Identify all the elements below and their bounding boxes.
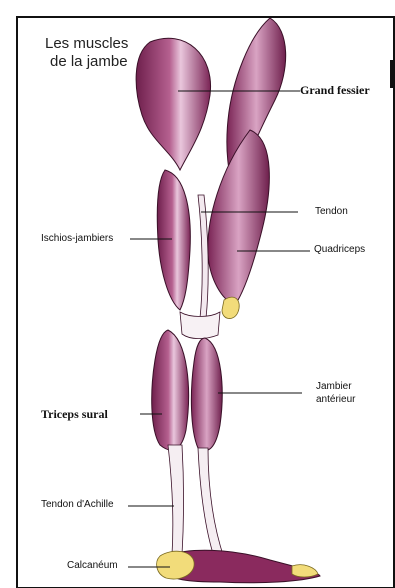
title-line-1: Les muscles [45,35,175,53]
quadriceps-muscle [208,130,270,305]
toe-bone [292,565,318,577]
ischios-jambiers-muscle [157,170,190,310]
label-tendon: Tendon [315,206,348,218]
label-jambier: Jambier [316,381,352,393]
achilles-tendon [168,445,184,555]
label-triceps-sural: Triceps sural [41,408,108,420]
jambier-anterieur-muscle [191,338,222,451]
tendon-band [198,195,208,318]
label-anterieur: antérieur [316,394,355,406]
front-tendons [198,448,224,560]
label-grand-fessier: Grand fessier [300,84,370,96]
label-ischios-jambiers: Ischios-jambiers [41,233,113,245]
calcaneum-bone [157,551,195,579]
label-quadriceps: Quadriceps [314,244,365,256]
triceps-sural-muscle [152,330,189,450]
right-edge-bar [390,60,395,88]
patella-bone [222,297,239,318]
title-line-2: de la jambe [45,53,175,71]
label-tendon-achille: Tendon d'Achille [41,499,114,511]
diagram-title: Les muscles de la jambe [45,35,175,71]
label-calcaneum: Calcanéum [67,560,118,572]
